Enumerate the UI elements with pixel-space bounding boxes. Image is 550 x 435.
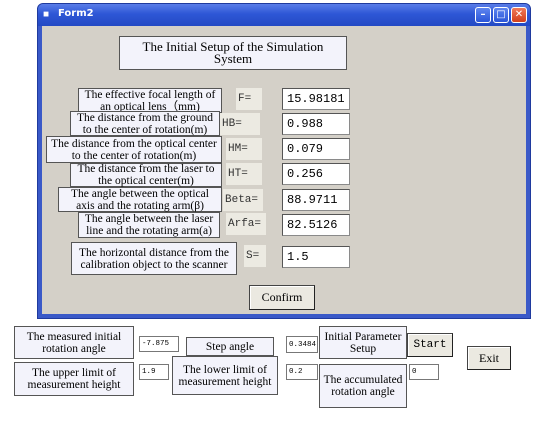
ground-distance-input[interactable]: 0.988 — [282, 113, 350, 135]
maximize-icon: □ — [496, 9, 506, 20]
optical-center-distance-symbol: HM= — [226, 138, 262, 160]
laser-distance-symbol: HT= — [226, 163, 262, 185]
window-title: Form2 — [58, 8, 94, 19]
focal-length-label: The effective focal length of an optical… — [78, 88, 222, 113]
app-icon: ■ — [43, 9, 50, 20]
horizontal-distance-label: The horizontal distance from the calibra… — [71, 242, 237, 275]
maximize-button[interactable]: □ — [493, 7, 509, 23]
arfa-angle-symbol: Arfa= — [226, 213, 266, 235]
close-icon: ✕ — [514, 9, 524, 20]
page-title: The Initial Setup of the Simulation Syst… — [119, 36, 347, 70]
initial-angle-input[interactable]: -7.875 — [139, 336, 179, 352]
lower-limit-label: The lower limit of measurement height — [172, 356, 278, 395]
beta-angle-label: The angle between the optical axis and t… — [58, 187, 222, 212]
minimize-icon: – — [480, 9, 486, 20]
beta-angle-symbol: Beta= — [223, 189, 263, 211]
horizontal-distance-input[interactable]: 1.5 — [282, 246, 350, 268]
arfa-angle-label: The angle between the laser line and the… — [78, 212, 220, 238]
beta-angle-input[interactable]: 88.9711 — [282, 189, 350, 211]
step-angle-input[interactable]: 0.3484 — [286, 336, 318, 353]
step-angle-label: Step angle — [186, 337, 274, 356]
accumulated-angle-input[interactable]: 0 — [409, 364, 439, 380]
upper-limit-label: The upper limit of measurement height — [14, 362, 134, 396]
focal-length-input[interactable]: 15.98181 — [282, 88, 350, 110]
laser-distance-input[interactable]: 0.256 — [282, 163, 350, 185]
start-button[interactable]: Start — [407, 333, 453, 357]
close-button[interactable]: ✕ — [511, 7, 527, 23]
confirm-button[interactable]: Confirm — [249, 285, 315, 310]
horizontal-distance-symbol: S= — [244, 245, 266, 267]
initial-angle-label: The measured initial rotation angle — [14, 326, 134, 359]
initial-setup-label: Initial Parameter Setup — [319, 326, 407, 359]
ground-distance-symbol: HB= — [220, 113, 260, 135]
focal-length-symbol: F= — [236, 88, 262, 110]
lower-limit-input[interactable]: 0.2 — [286, 364, 318, 380]
ground-distance-label: The distance from the ground to the cent… — [70, 111, 220, 136]
title-bar[interactable]: ■ Form2 – □ ✕ — [38, 4, 530, 26]
optical-center-distance-label: The distance from the optical center to … — [46, 136, 222, 163]
minimize-button[interactable]: – — [475, 7, 491, 23]
exit-button[interactable]: Exit — [467, 346, 511, 370]
arfa-angle-input[interactable]: 82.5126 — [282, 214, 350, 236]
upper-limit-input[interactable]: 1.9 — [139, 364, 169, 380]
laser-distance-label: The distance from the laser to the optic… — [70, 163, 222, 187]
optical-center-distance-input[interactable]: 0.079 — [282, 138, 350, 160]
accumulated-angle-label: The accumulated rotation angle — [319, 364, 407, 408]
